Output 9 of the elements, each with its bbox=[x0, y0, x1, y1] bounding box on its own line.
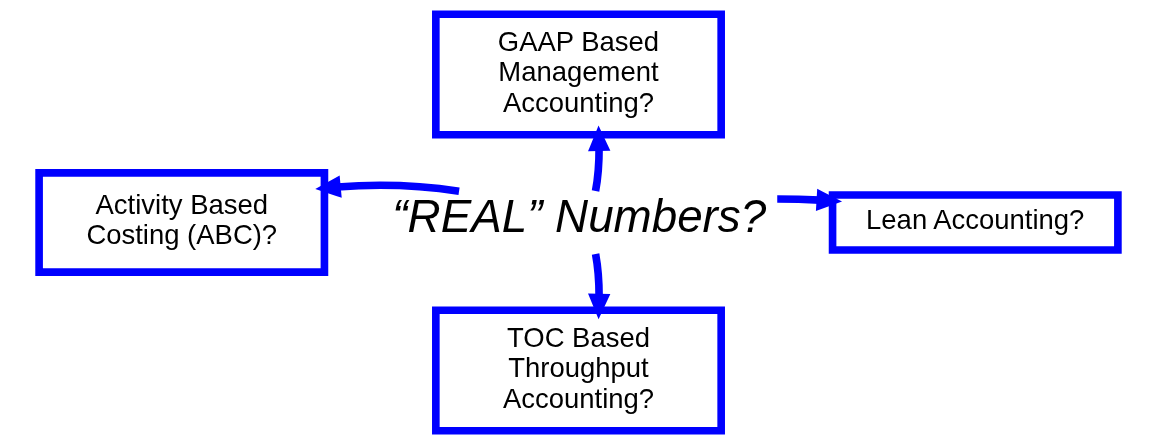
node-box: Activity Based Costing (ABC)? bbox=[34, 169, 328, 276]
arrow bbox=[776, 188, 842, 212]
node-text: “REAL” Numbers? bbox=[391, 191, 766, 243]
node-box: TOC Based Throughput Accounting? bbox=[431, 306, 725, 435]
arrow bbox=[587, 125, 610, 192]
node-box: Lean Accounting? bbox=[828, 191, 1122, 254]
arrow bbox=[314, 175, 460, 198]
arrow bbox=[587, 253, 610, 320]
node-box: GAAP Based Management Accounting? bbox=[431, 10, 725, 139]
